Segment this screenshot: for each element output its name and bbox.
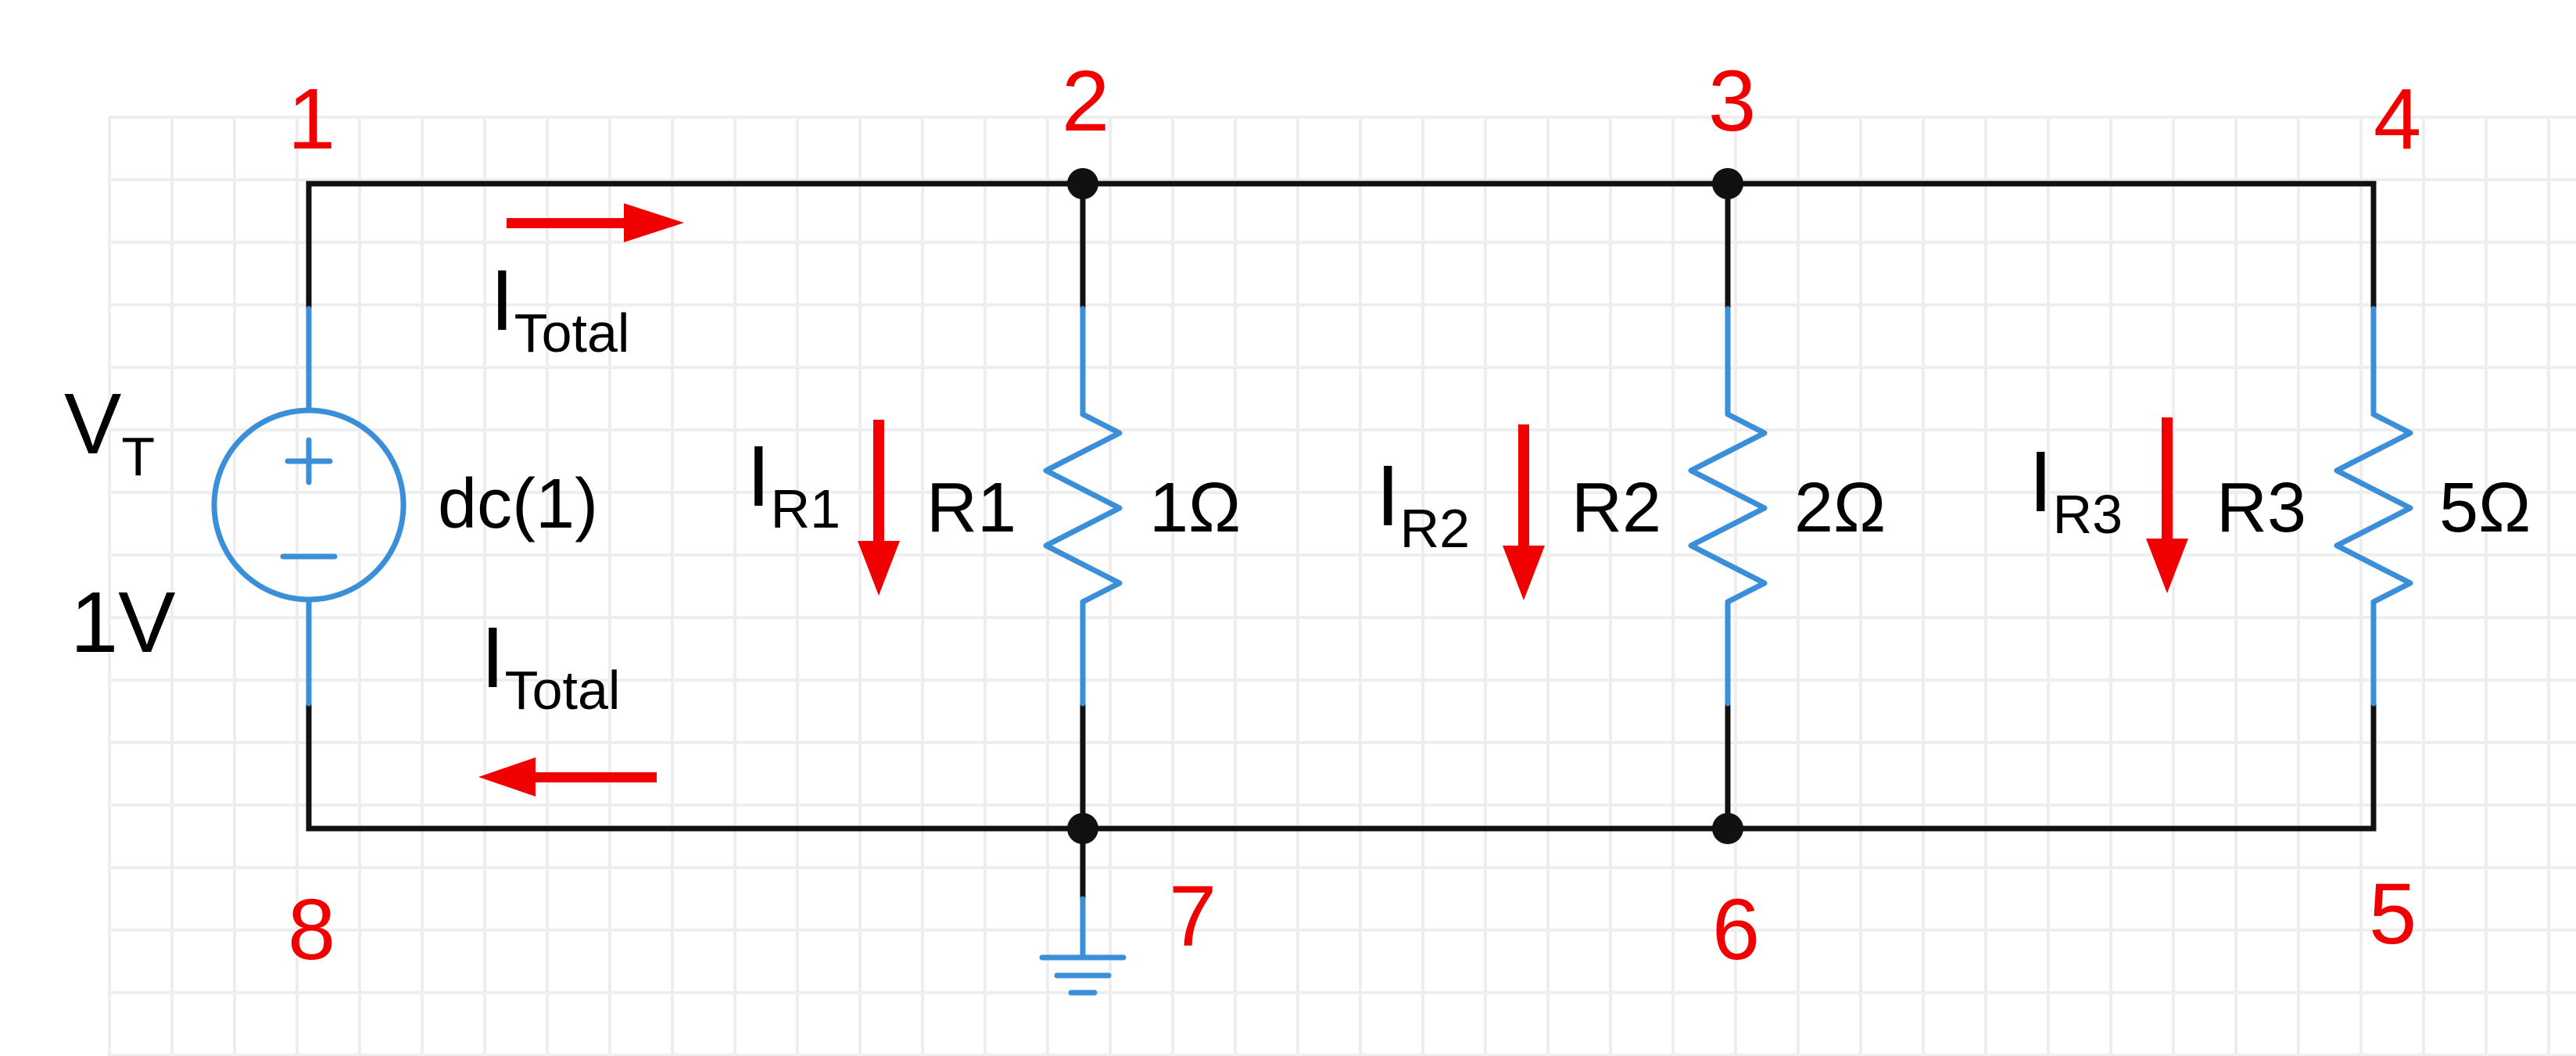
node-label-7: 7 bbox=[1169, 868, 1217, 965]
current-r3-label: IR3 bbox=[2029, 439, 2123, 542]
voltage-source-icon bbox=[211, 306, 407, 707]
source-spec: dc(1) bbox=[438, 465, 599, 543]
current-r3-main: I bbox=[2029, 434, 2053, 530]
current-arrows bbox=[478, 203, 2188, 796]
current-r1-label: IR1 bbox=[747, 434, 841, 539]
resistor-r1-value: 1Ω bbox=[1149, 469, 1241, 547]
resistor-icon bbox=[1688, 306, 1768, 707]
current-arrow-icon bbox=[858, 420, 900, 596]
current-total-main: I bbox=[490, 252, 514, 349]
current-r2-sub: R2 bbox=[1399, 498, 1471, 559]
node-label-2: 2 bbox=[1062, 53, 1110, 149]
current-arrow-icon bbox=[478, 757, 657, 796]
node-label-4: 4 bbox=[2374, 71, 2422, 167]
node-label-6: 6 bbox=[1712, 882, 1761, 978]
current-total-sub: Total bbox=[504, 660, 621, 721]
source-name-sub: T bbox=[121, 426, 156, 487]
current-total-sub: Total bbox=[514, 302, 630, 363]
current-arrow-icon bbox=[2146, 417, 2188, 593]
resistor-r2-name: R2 bbox=[1571, 469, 1662, 547]
current-r2-label: IR2 bbox=[1376, 453, 1471, 559]
current-r2-main: I bbox=[1376, 448, 1400, 544]
resistor-r3-name: R3 bbox=[2216, 469, 2307, 547]
node-label-3: 3 bbox=[1708, 53, 1757, 149]
grid bbox=[108, 116, 2576, 1056]
node-label-1: 1 bbox=[288, 71, 336, 167]
resistor-r2-value: 2Ω bbox=[1794, 469, 1886, 547]
node-label-8: 8 bbox=[288, 882, 336, 978]
resistor-r3-value: 5Ω bbox=[2439, 469, 2531, 547]
current-arrow-icon bbox=[507, 203, 684, 242]
junction-node-7 bbox=[1067, 813, 1098, 844]
resistor-icon bbox=[2334, 306, 2413, 707]
ground-icon bbox=[1039, 896, 1127, 996]
source-name: VT bbox=[64, 381, 156, 487]
current-r3-sub: R3 bbox=[2052, 484, 2123, 545]
current-total-label-bottom: ITotal bbox=[481, 615, 620, 718]
resistor-icon bbox=[1043, 306, 1123, 707]
wires bbox=[306, 181, 2377, 902]
node-label-5: 5 bbox=[2369, 866, 2417, 962]
resistor-r1-name: R1 bbox=[926, 469, 1017, 547]
junction-node-3 bbox=[1712, 168, 1743, 199]
source-name-main: V bbox=[64, 376, 122, 472]
components bbox=[211, 306, 2413, 996]
junction-node-6 bbox=[1712, 813, 1743, 844]
current-total-main: I bbox=[481, 610, 505, 706]
current-total-label-top: ITotal bbox=[490, 258, 630, 363]
junctions bbox=[1067, 168, 1743, 844]
current-arrow-icon bbox=[1503, 424, 1545, 600]
current-r1-sub: R1 bbox=[770, 478, 841, 539]
current-r1-main: I bbox=[747, 428, 771, 524]
junction-node-2 bbox=[1067, 168, 1098, 199]
source-value: 1V bbox=[70, 575, 176, 671]
